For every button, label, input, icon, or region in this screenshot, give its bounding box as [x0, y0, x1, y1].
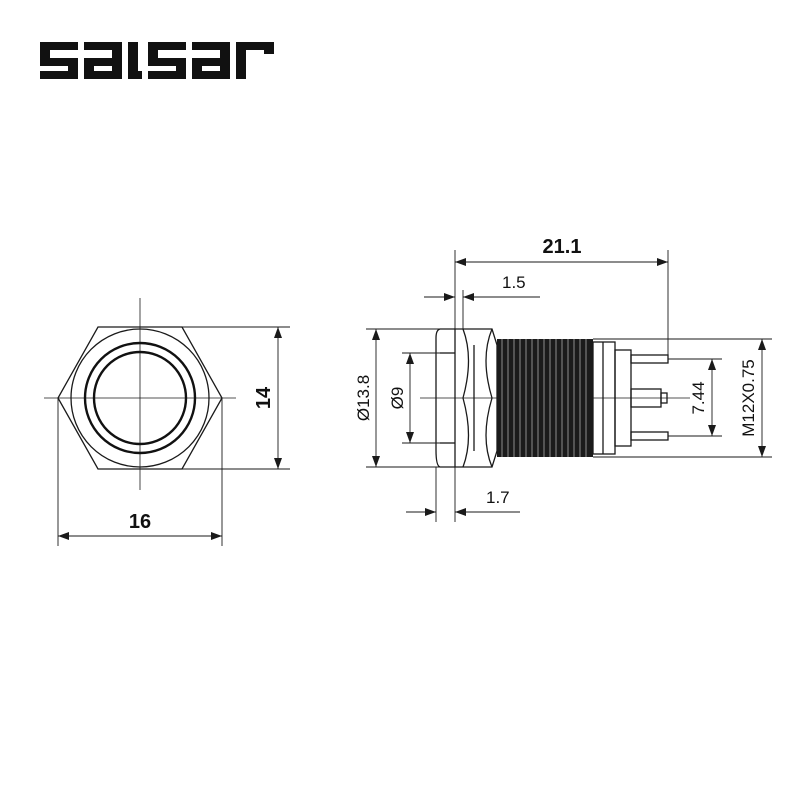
- button-face: [92, 350, 188, 446]
- hex-width-label: 16: [129, 511, 151, 533]
- thread-label: M12X0.75: [739, 359, 758, 437]
- inner-ring: [83, 341, 197, 455]
- button-cap: [435, 328, 455, 468]
- terminal-top: [630, 354, 669, 364]
- threaded-body: [497, 339, 593, 457]
- outer-ring: [70, 328, 210, 468]
- front-view: 14 16: [44, 298, 290, 546]
- brand-logo: salsar: [40, 42, 274, 79]
- terminal-spacing-label: 7.44: [689, 381, 708, 414]
- terminal-bottom: [630, 431, 669, 441]
- total-length-label: 21.1: [543, 236, 582, 258]
- flange-thickness-label: 1.7: [486, 488, 510, 507]
- inner-diameter-label: Ø9: [388, 387, 407, 410]
- head-thickness-label: 1.5: [502, 273, 526, 292]
- side-view: 21.1 1.5 1.7 Ø13.8 Ø9: [354, 236, 772, 522]
- hex-height-label: 14: [253, 386, 275, 409]
- outer-diameter-label: Ø13.8: [354, 375, 373, 421]
